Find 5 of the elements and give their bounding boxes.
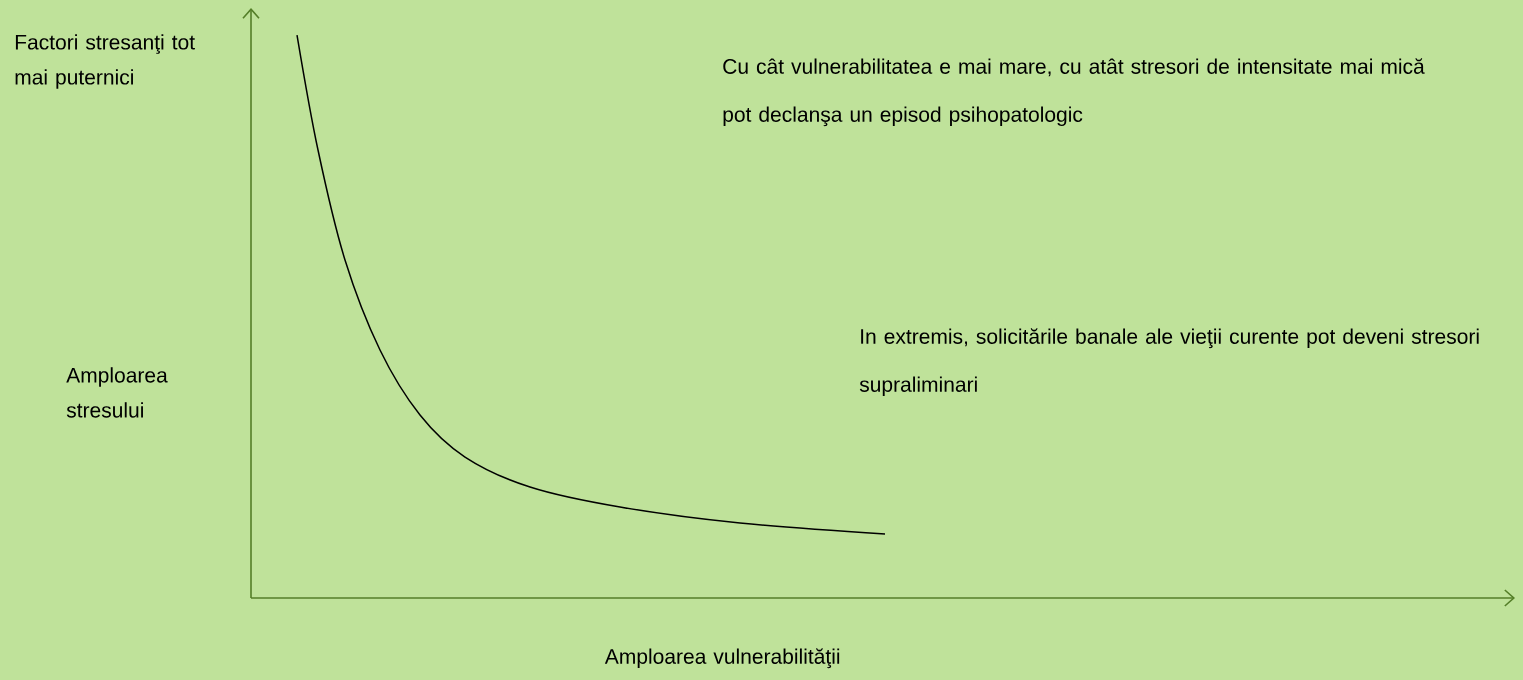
annotation-text: Cu cât vulnerabilitatea e mai mare, cu atât stresori de intensitate mai mică pot declanşa un episod psihopatologic <box>723 58 1425 127</box>
axis-label: Amploarea vulnerabilităţii <box>604 648 840 669</box>
annotation-text: In extremis, solicitările banale ale vieţii curente pot deveni stresori supraliminari <box>859 328 1479 397</box>
axis-label: Amploarea stresului <box>66 367 168 418</box>
axis-label: Factori stresanţi tot mai puternici <box>15 34 195 89</box>
